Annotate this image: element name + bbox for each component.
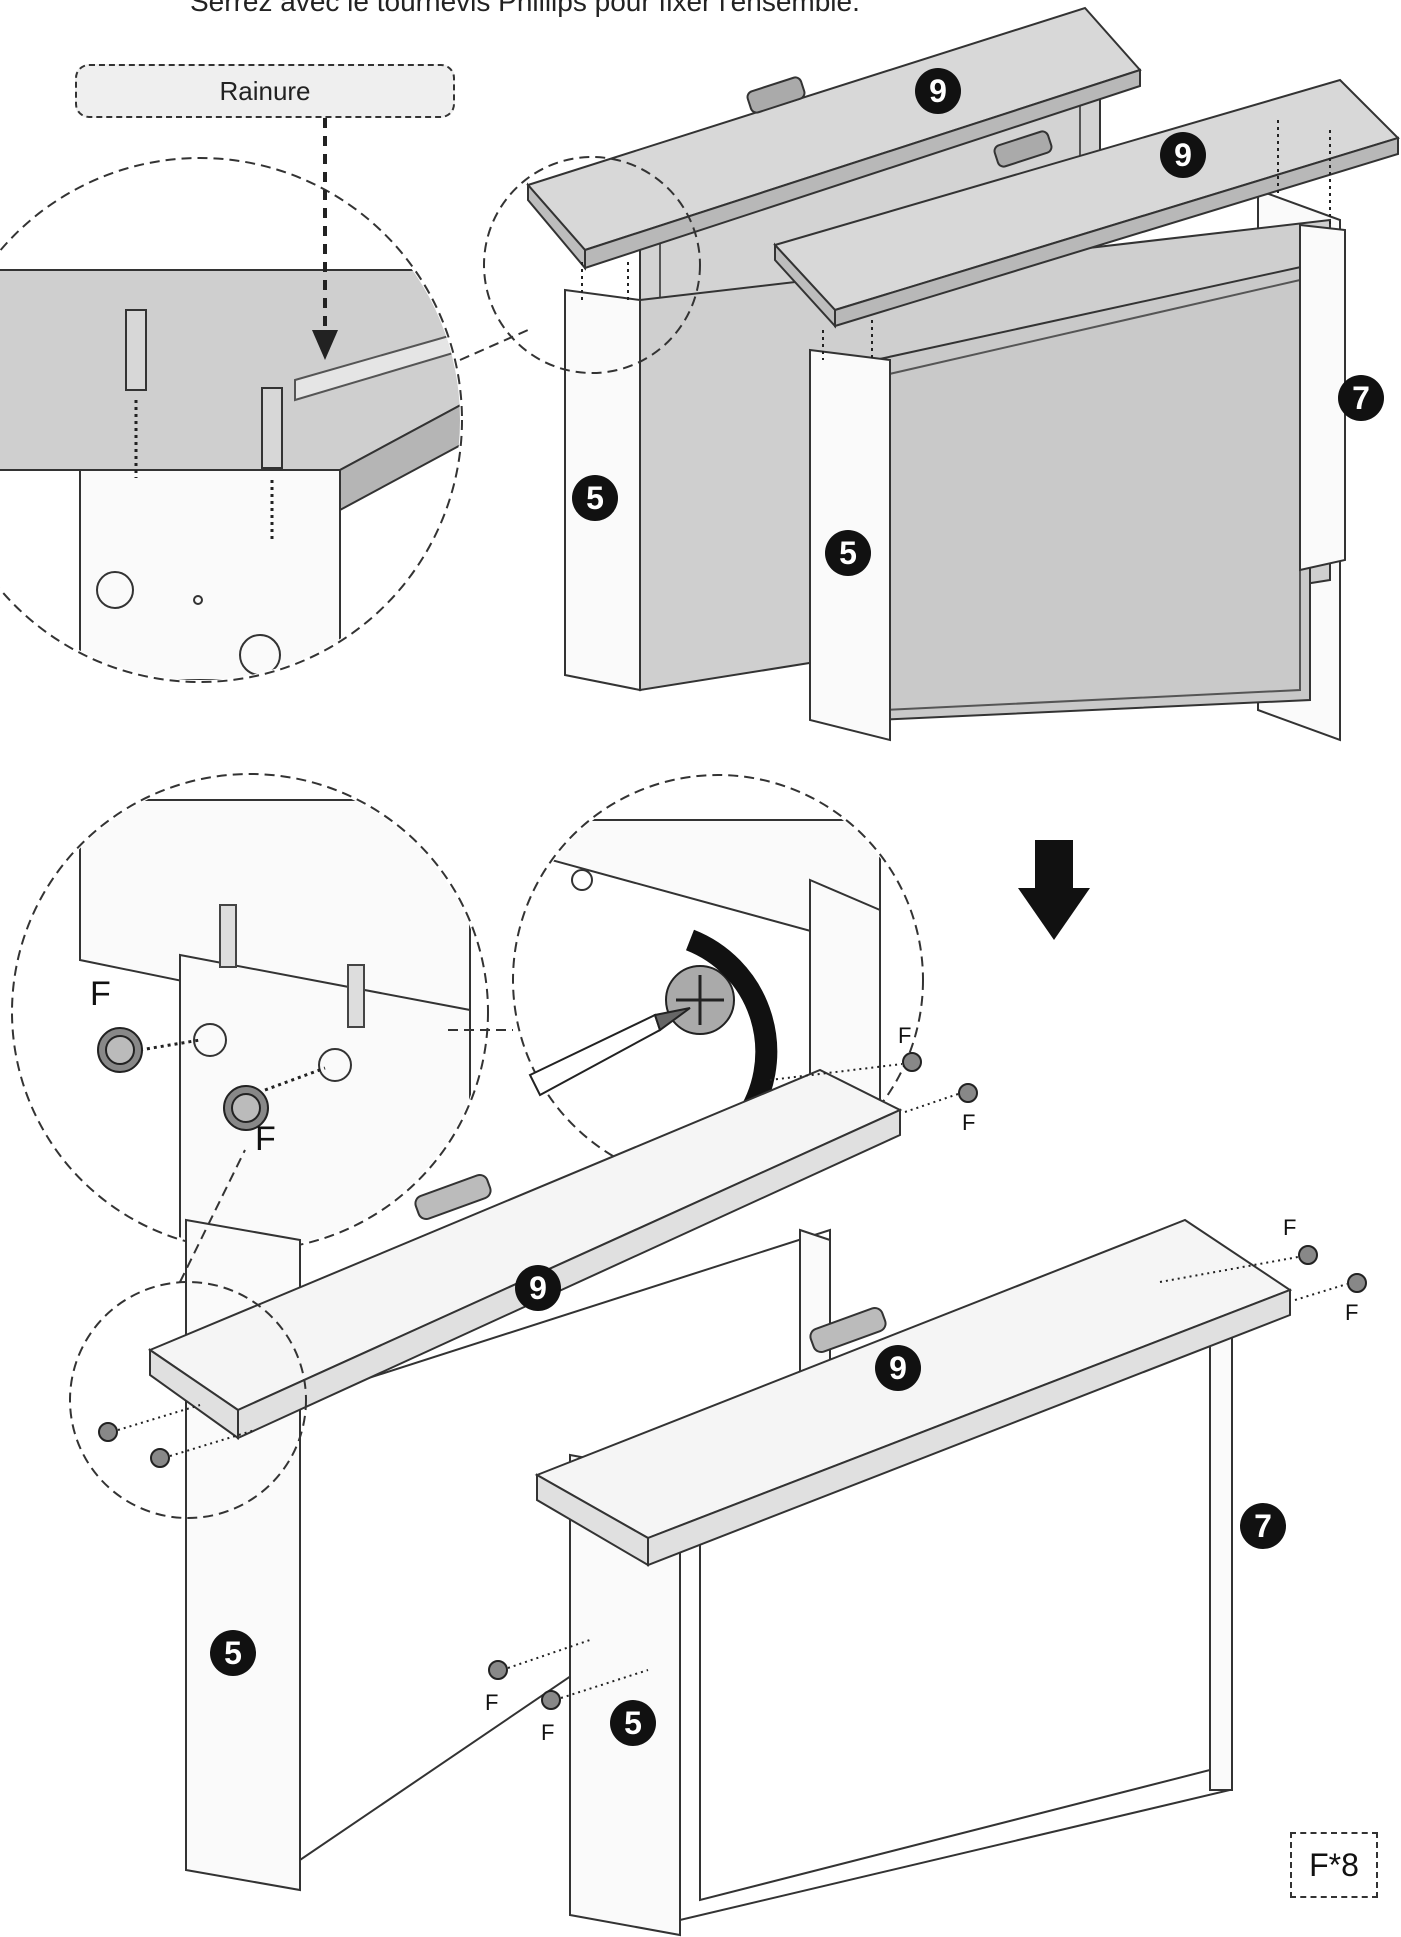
fastener-label: F	[1283, 1215, 1297, 1240]
part-number-side-panel-b: 5	[825, 530, 871, 576]
cam-guides-bottom	[117, 1063, 1348, 1699]
part-number-bottom-back: 7	[1240, 1503, 1286, 1549]
fastener-label: F	[255, 1120, 276, 1158]
groove-arrow	[312, 118, 338, 360]
side-panel-front-right	[1299, 223, 1346, 572]
part-number-bottom-side-a: 5	[210, 1630, 256, 1676]
part-number-side-panel-a: 5	[572, 475, 618, 521]
detail-zoom-groove	[0, 156, 701, 683]
cam-lock-icon	[97, 1027, 269, 1131]
groove-callout: Rainure	[75, 64, 455, 118]
down-arrow-icon	[1018, 840, 1090, 940]
part-number-top-panel-b: 9	[1160, 132, 1206, 178]
top-panel-front	[773, 78, 1400, 329]
fastener-label: F	[898, 1023, 912, 1048]
part-number-back-panel: 7	[1338, 375, 1384, 421]
detail-zoom-camlock	[11, 773, 489, 1251]
part-number-bottom-top-a: 9	[515, 1265, 561, 1311]
step-caption: Serrez avec le tournevis Phillips pour f…	[190, 0, 860, 17]
part-number-bottom-top-b: 9	[875, 1345, 921, 1391]
fastener-label: F	[1345, 1300, 1359, 1325]
fastener-label: F	[485, 1690, 499, 1715]
bottom-side-front-right	[1209, 1278, 1233, 1791]
phillips-screwdriver-icon	[528, 965, 735, 1097]
top-panel-rear	[526, 6, 1142, 271]
cam-lock-fasteners-bottom	[98, 1052, 1367, 1710]
fastener-label: F	[541, 1720, 555, 1745]
fastener-label: F	[90, 975, 111, 1013]
part-number-bottom-side-b: 5	[610, 1700, 656, 1746]
detail-zoom-small	[69, 1281, 307, 1519]
fastener-count-box: F*8	[1290, 1832, 1378, 1898]
part-number-top-panel-a: 9	[915, 68, 961, 114]
bottom-top-panel-rear	[147, 1068, 903, 1440]
fastener-label: F	[962, 1110, 976, 1135]
dowel-guides-top	[581, 120, 1331, 360]
back-panel-front	[639, 218, 1331, 722]
zoom-connector	[179, 1149, 246, 1283]
